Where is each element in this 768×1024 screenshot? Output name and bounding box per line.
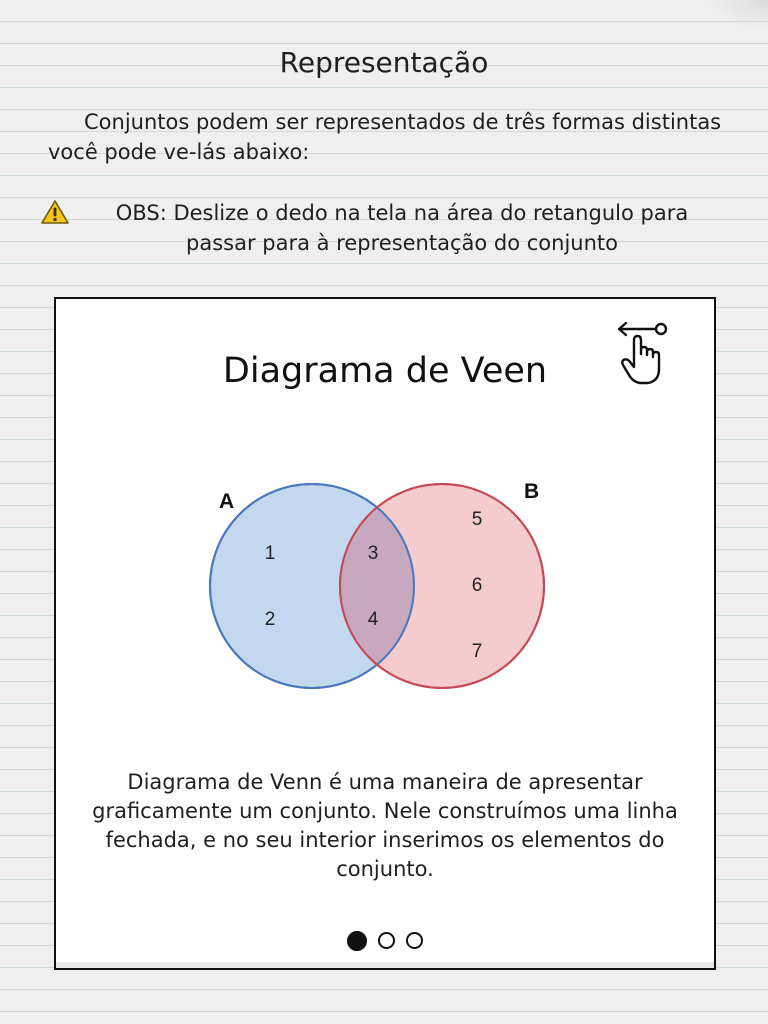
pagination-dot-3[interactable] <box>406 932 423 949</box>
card-title: Diagrama de Veen <box>222 351 548 391</box>
set-b-label: B <box>524 480 539 503</box>
card-bottom-bar <box>56 962 714 968</box>
pagination-dot-1[interactable] <box>347 931 367 951</box>
element-5: 5 <box>472 509 483 530</box>
swipe-left-hand-icon <box>617 321 668 385</box>
element-2: 2 <box>265 609 276 630</box>
venn-diagram: A B 1 2 3 4 5 6 7 <box>209 480 545 689</box>
obs-note: OBS: Deslize o dedo na tela na área do r… <box>36 198 736 258</box>
element-4: 4 <box>368 609 379 630</box>
obs-text: OBS: Deslize o dedo na tela na área do r… <box>115 201 689 255</box>
element-1: 1 <box>265 543 276 564</box>
intro-text: Conjuntos podem ser representados de trê… <box>48 110 722 164</box>
card-description: Diagrama de Venn é uma maneira de aprese… <box>92 770 678 881</box>
warning-icon <box>41 200 69 224</box>
element-6: 6 <box>472 575 483 596</box>
intersection-area <box>340 484 414 688</box>
page-title: Representação <box>279 46 489 79</box>
pagination-dots <box>56 931 714 951</box>
page-corner-shadow <box>708 0 768 30</box>
element-3: 3 <box>368 543 379 564</box>
set-representation-carousel[interactable]: Diagrama de Veen A B 1 2 3 4 5 6 7 Diagr… <box>54 297 716 970</box>
element-7: 7 <box>472 641 483 662</box>
pagination-dot-2[interactable] <box>378 932 395 949</box>
set-a-label: A <box>219 490 234 513</box>
